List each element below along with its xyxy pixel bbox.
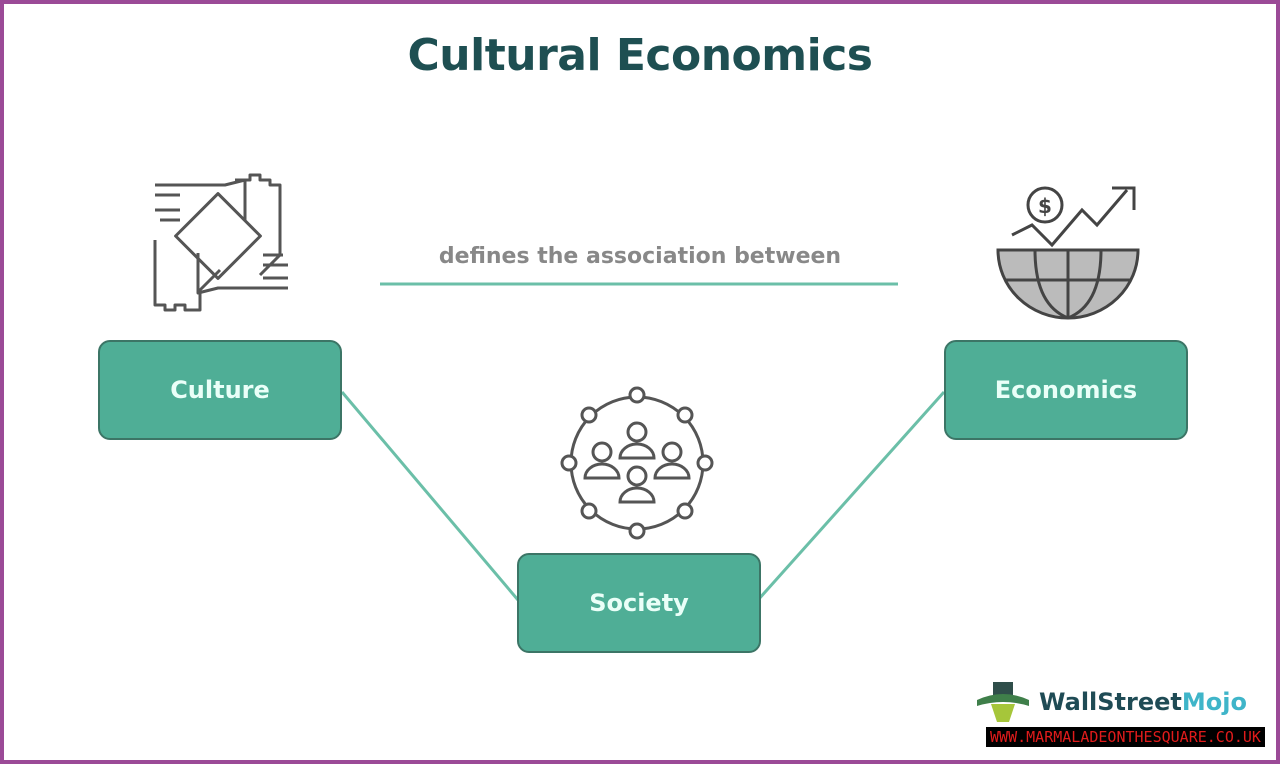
community-network-icon	[560, 386, 714, 540]
svg-text:$: $	[1038, 194, 1052, 218]
culture-society-connector	[340, 391, 520, 601]
hands-icon	[153, 173, 288, 312]
mojo-mascot-icon	[977, 682, 1029, 722]
relation-label: defines the association between	[438, 244, 842, 269]
wallstreetmojo-logo: WallStreetMojo	[975, 680, 1247, 724]
globe-growth-icon: $	[996, 186, 1140, 320]
logo-text-part1: WallStreet	[1039, 688, 1182, 716]
economics-society-connector	[756, 391, 946, 601]
society-node: Society	[517, 553, 761, 653]
diagram-title: Cultural Economics	[407, 30, 873, 81]
economics-node: Economics	[944, 340, 1188, 440]
logo-text-part2: Mojo	[1181, 688, 1247, 716]
watermark-url: WWW.MARMALADEONTHESQUARE.CO.UK	[986, 727, 1265, 747]
culture-node: Culture	[98, 340, 342, 440]
